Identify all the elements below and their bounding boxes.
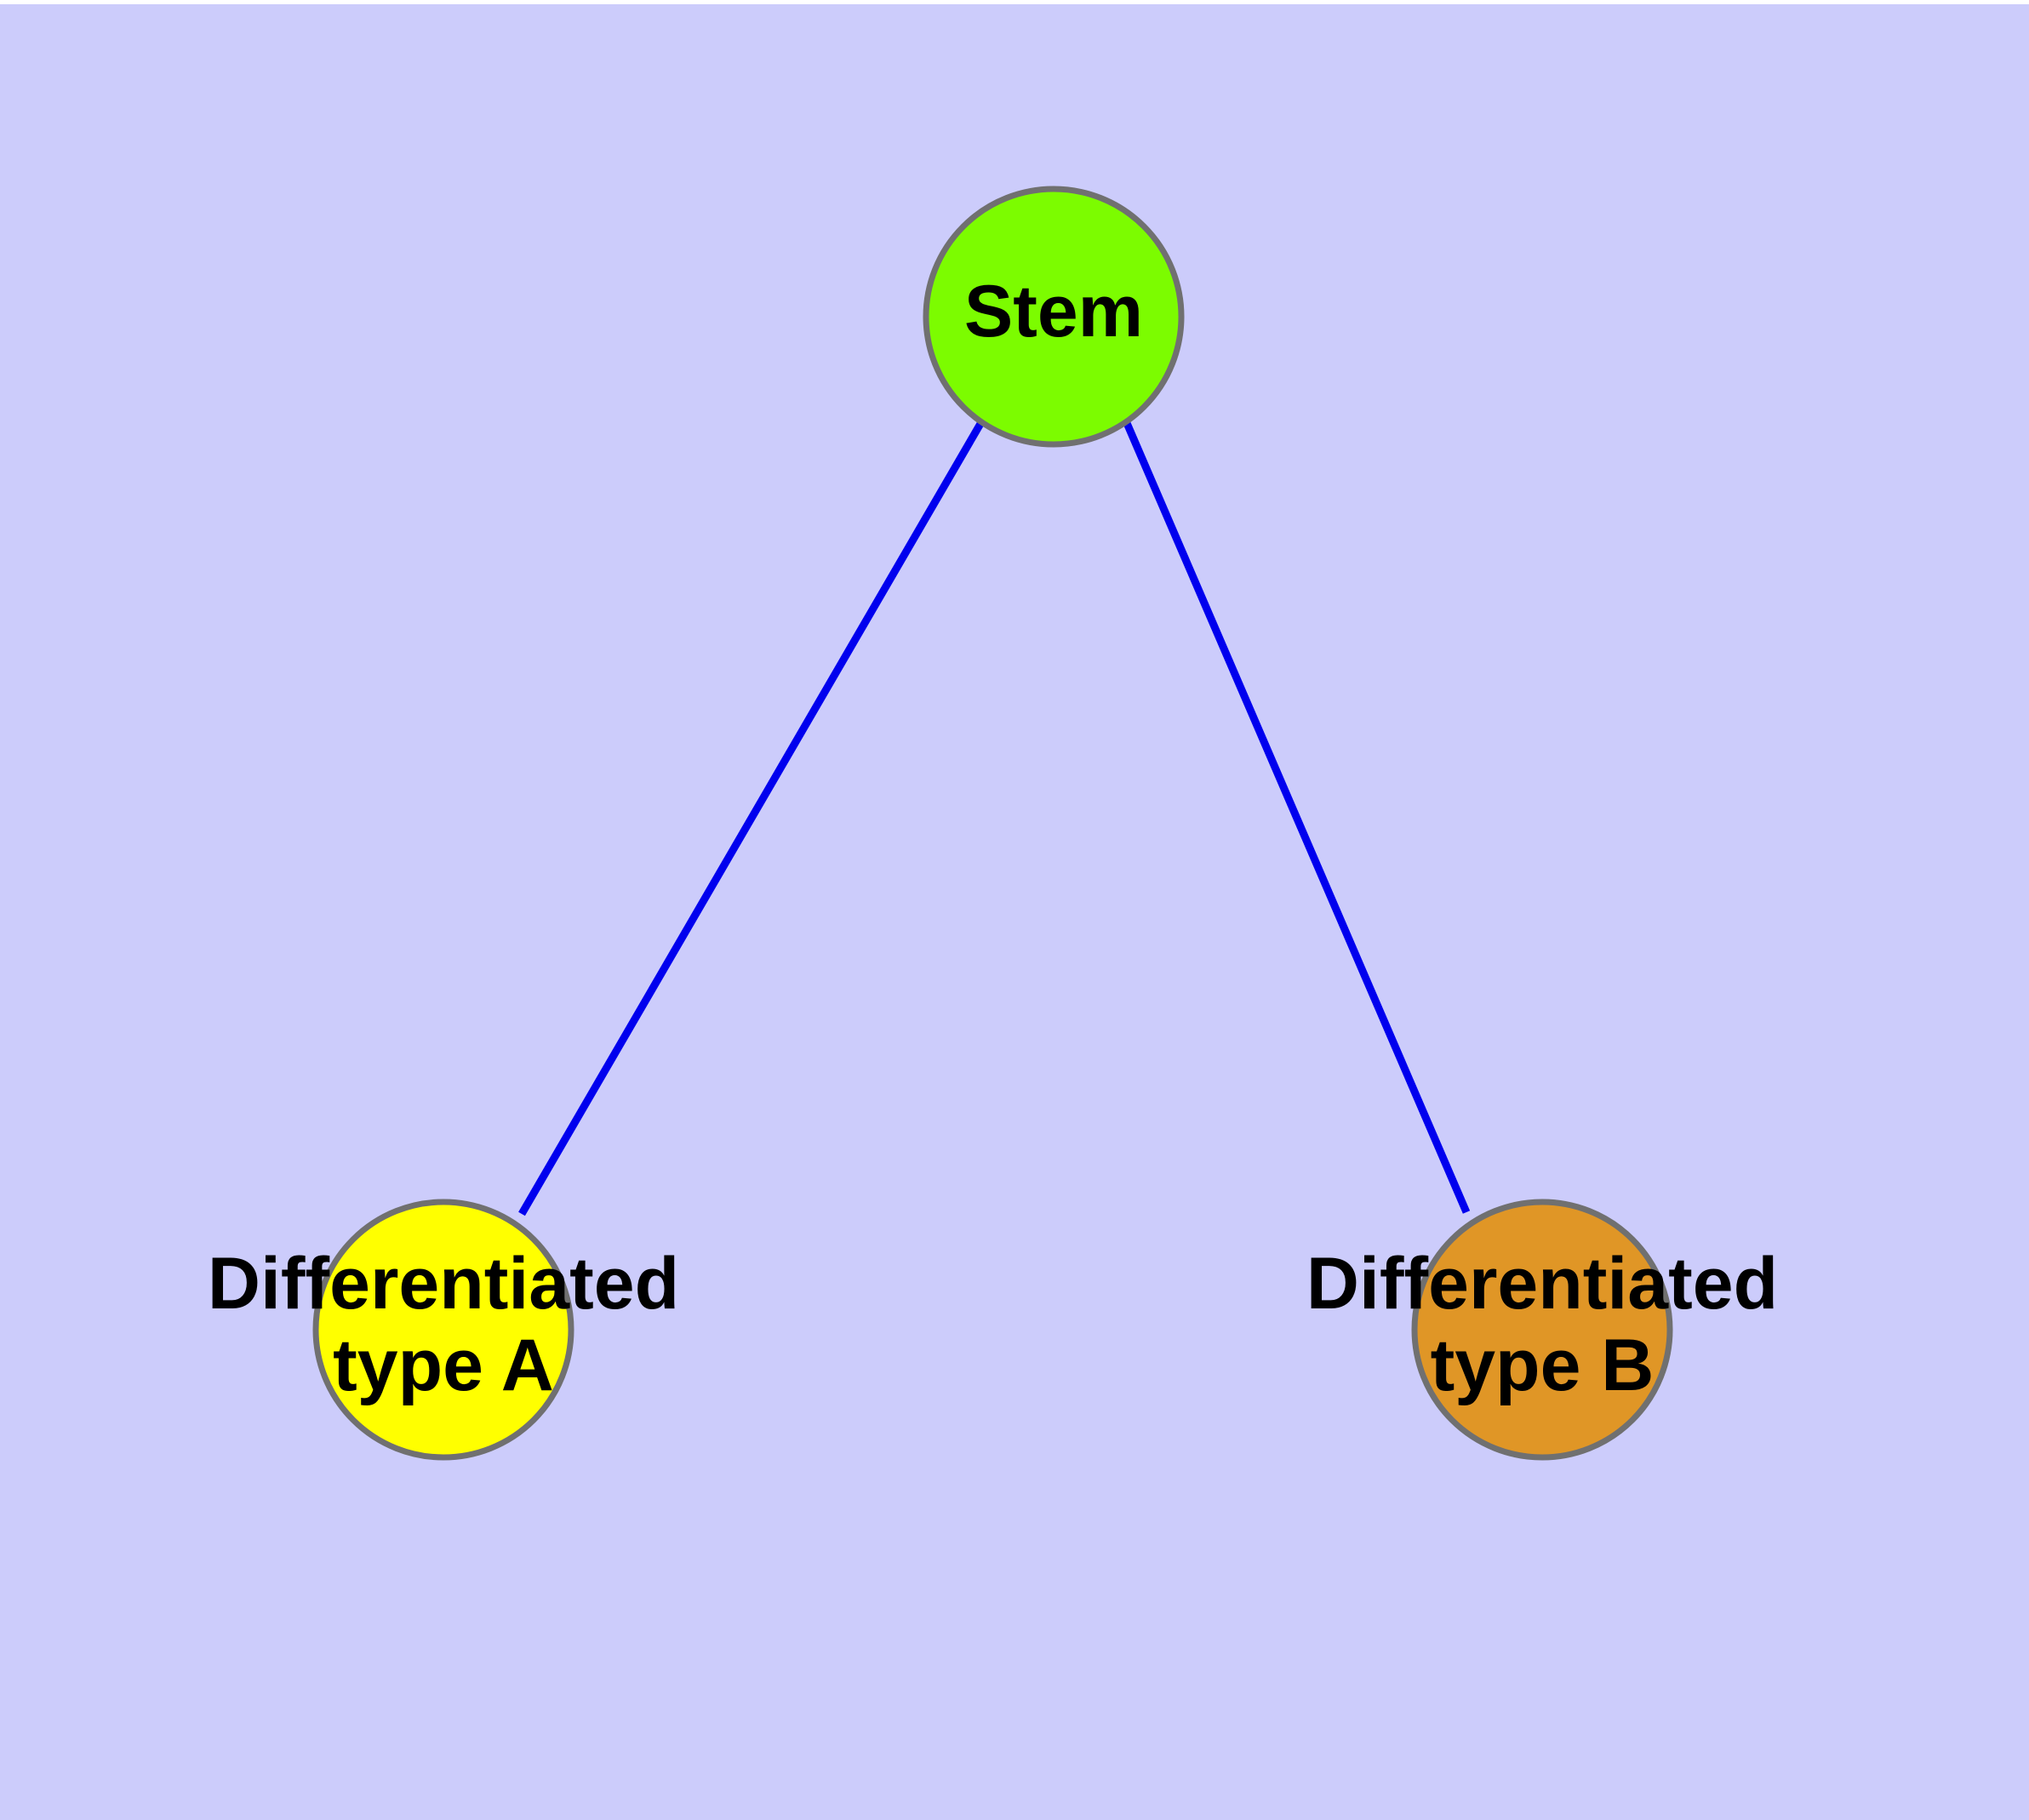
graph-node-stem[interactable] xyxy=(923,186,1185,448)
graph-node-diff-a[interactable] xyxy=(312,1199,574,1461)
graph-node-label-line: Stem xyxy=(964,271,1143,352)
graph-edge-stem-to-diff-b[interactable] xyxy=(1123,421,1471,1214)
graph-node-label-line: type A xyxy=(333,1325,554,1406)
graph-node-label-line: type B xyxy=(1431,1325,1655,1406)
edge-layer xyxy=(518,420,1471,1216)
graph-node-label-line: Differentiated xyxy=(208,1243,679,1325)
graph-node-label-stem: Stem xyxy=(964,271,1143,352)
graph-node-diff-b[interactable] xyxy=(1411,1199,1673,1461)
graph-node-label-line: Differentiated xyxy=(1306,1243,1778,1325)
node-layer xyxy=(312,186,1673,1461)
graph-edge-stem-to-diff-a[interactable] xyxy=(518,420,985,1216)
